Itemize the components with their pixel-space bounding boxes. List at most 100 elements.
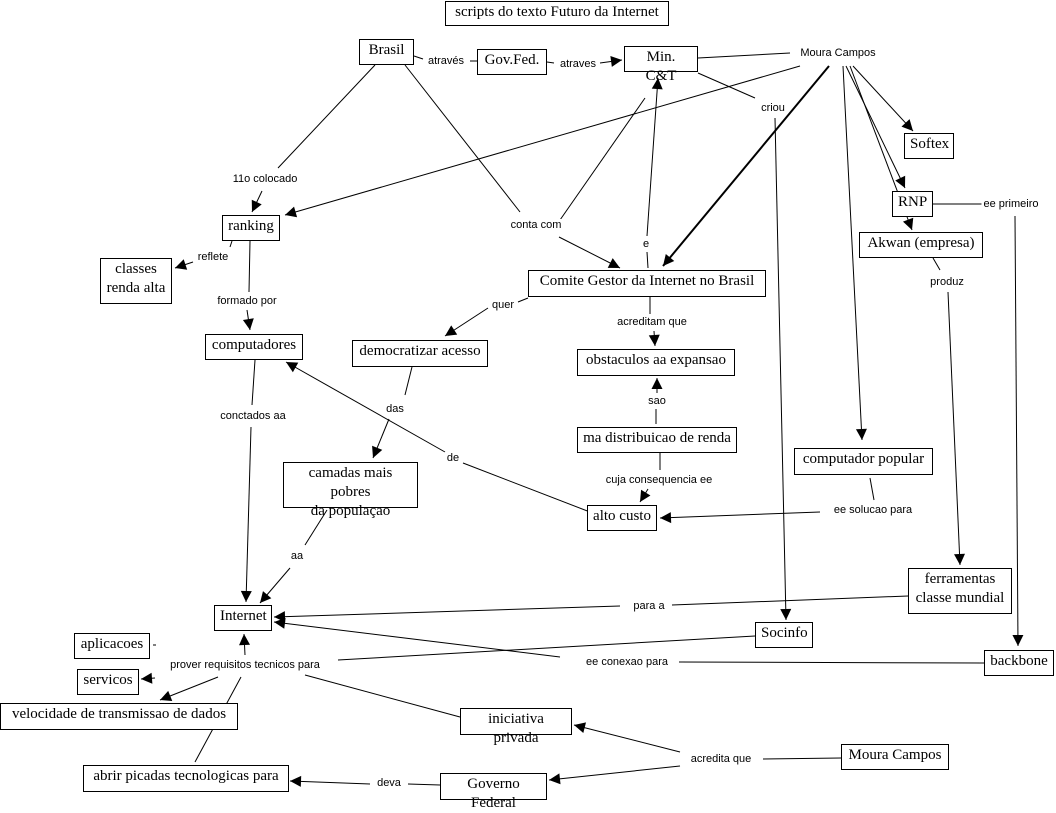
concept-alto-custo[interactable]: alto custo: [587, 505, 657, 531]
arrowhead-conctados-internet: [240, 590, 252, 602]
connector-contacom-comite: [558, 236, 621, 269]
concept-akwan[interactable]: Akwan (empresa): [859, 232, 983, 258]
concept-gov-fed[interactable]: Gov.Fed.: [477, 49, 547, 75]
concept-ma-distribuicao[interactable]: ma distribuicao de renda: [577, 427, 737, 453]
concept-velocidade[interactable]: velocidade de transmissao de dados: [0, 703, 238, 730]
link-conctados-aa: conctados aa: [218, 410, 288, 422]
link-ee-primeiro: ee primeiro: [981, 198, 1041, 210]
connector-de-computadores: [285, 361, 446, 453]
arrowhead-deva-abrir: [290, 775, 302, 787]
link-formado-por: formado por: [215, 295, 279, 307]
concept-aplicacoes[interactable]: aplicacoes: [74, 633, 150, 659]
connector-minct-criou: [697, 72, 756, 99]
concept-backbone[interactable]: backbone: [984, 650, 1054, 676]
link-atraves-2: atraves: [557, 58, 599, 70]
arrowhead-das-camadas: [372, 445, 383, 458]
arrowhead-moura-softex: [901, 119, 913, 131]
concept-rnp[interactable]: RNP: [892, 191, 933, 217]
concept-ranking[interactable]: ranking: [222, 215, 280, 241]
connector-gov-deva: [407, 783, 441, 786]
concept-brasil[interactable]: Brasil: [359, 39, 414, 65]
connector-ranking-formadopor: [248, 240, 251, 293]
connector-criou-socinfo: [774, 117, 787, 621]
connector-moura-softex: [852, 65, 914, 132]
connector-camadas-aa: [304, 509, 328, 546]
arrowhead-prover-internet: [239, 634, 251, 646]
concept-comite-gestor[interactable]: Comite Gestor da Internet no Brasil: [528, 270, 766, 297]
connector-ferramentas-paraa: [671, 595, 909, 606]
arrowhead-moura-akwan: [902, 217, 914, 230]
link-acredita-que: acredita que: [688, 753, 754, 765]
concept-internet[interactable]: Internet: [214, 605, 272, 631]
concept-servicos[interactable]: servicos: [77, 669, 139, 695]
link-prover-requisitos: prover requisitos tecnicos para: [168, 659, 322, 671]
connector-akwan-produz: [932, 257, 941, 271]
connector-de-altocusto: [462, 462, 591, 513]
connector-contacom-minct: [559, 97, 646, 221]
concept-camadas-pobres[interactable]: camadas mais pobres da populaçao: [283, 462, 418, 519]
connector-democratizar-das: [404, 366, 413, 396]
arrowhead-acreditaque-iniciativa: [574, 722, 587, 734]
connector-minct-moura: [697, 52, 791, 59]
concept-democratizar-acesso[interactable]: democratizar acesso: [352, 340, 488, 367]
connector-acreditaque-moura: [762, 757, 842, 760]
link-para-a: para a: [631, 600, 667, 612]
arrowhead-atraves-minct: [610, 56, 622, 67]
connector-brasil-atraves: [413, 55, 424, 60]
arrowhead-aa-internet: [260, 591, 272, 603]
concept-abrir-picadas[interactable]: abrir picadas tecnologicas para: [83, 765, 289, 792]
connector-moura-rnp: [845, 65, 906, 189]
concept-min-ct[interactable]: Min. C&T: [624, 46, 698, 84]
connector-comite-quer: [517, 297, 529, 303]
arrowhead-de-computadores: [286, 362, 299, 373]
concept-moura-campos[interactable]: Moura Campos: [841, 744, 949, 770]
arrowhead-reflete-classes: [175, 259, 188, 270]
link-acreditam-que: acreditam que: [615, 316, 689, 328]
arrowhead-quer-democratizar: [445, 325, 458, 336]
link-conta-com: conta com: [508, 219, 564, 231]
arrowhead-acreditaque-gov: [549, 773, 561, 785]
connector-ranking-reflete: [229, 240, 233, 248]
arrowhead-moura-comppopular: [855, 428, 867, 440]
connector-prover-socinfo: [337, 635, 756, 661]
arrowhead-prover-velocidade: [160, 690, 173, 702]
link-e: e: [640, 238, 652, 250]
connector-brasil-colocado: [277, 64, 376, 169]
connector-e-minct: [646, 77, 659, 237]
concept-classes-renda-alta[interactable]: classes renda alta: [100, 258, 172, 304]
arrowhead-produz-ferramentas: [954, 553, 966, 565]
arrowhead-moura-rnp: [895, 175, 906, 188]
connector-moura-comppopular: [842, 65, 863, 441]
arrowhead-criou-socinfo: [780, 608, 792, 620]
link-de: de: [444, 452, 462, 464]
arrowhead-prover-servicos: [141, 672, 153, 684]
concept-socinfo[interactable]: Socinfo: [755, 622, 813, 648]
connector-acreditaque-gov: [548, 765, 681, 781]
arrowhead-sao-obstaculos: [651, 378, 663, 389]
connector-moura-comite: [662, 65, 830, 267]
connector-brasil-contacom: [404, 64, 521, 213]
concept-computador-popular[interactable]: computador popular: [794, 448, 933, 475]
concept-ferramentas[interactable]: ferramentas classe mundial: [908, 568, 1012, 614]
arrowhead-acreditam-obstaculos: [648, 334, 660, 346]
connector-comp-conctados: [251, 359, 256, 406]
concept-iniciativa-privada[interactable]: iniciativa privada: [460, 708, 572, 746]
connector-eeprimeiro-backbone: [1014, 215, 1019, 647]
link-ee-solucao-para: ee solucao para: [831, 504, 915, 516]
connector-paraa-internet: [273, 605, 621, 618]
link-criou: criou: [759, 102, 787, 114]
arrowhead-formadopor-comp: [242, 318, 254, 330]
connector-eeconexao-internet: [273, 621, 561, 658]
connector-moura-ranking: [284, 65, 801, 216]
concept-obstaculos[interactable]: obstaculos aa expansao: [577, 349, 735, 376]
link-quer: quer: [489, 299, 517, 311]
concept-computadores[interactable]: computadores: [205, 334, 303, 360]
arrowhead-colocado-ranking: [251, 199, 262, 212]
connector-comite-e: [646, 251, 649, 269]
arrowhead-moura-ranking: [285, 206, 298, 218]
concept-governo-federal[interactable]: Governo Federal: [440, 773, 547, 811]
concept-softex[interactable]: Softex: [904, 133, 954, 159]
connector-deva-abrir: [289, 780, 371, 785]
connector-eesolucao-altocusto: [659, 511, 821, 519]
